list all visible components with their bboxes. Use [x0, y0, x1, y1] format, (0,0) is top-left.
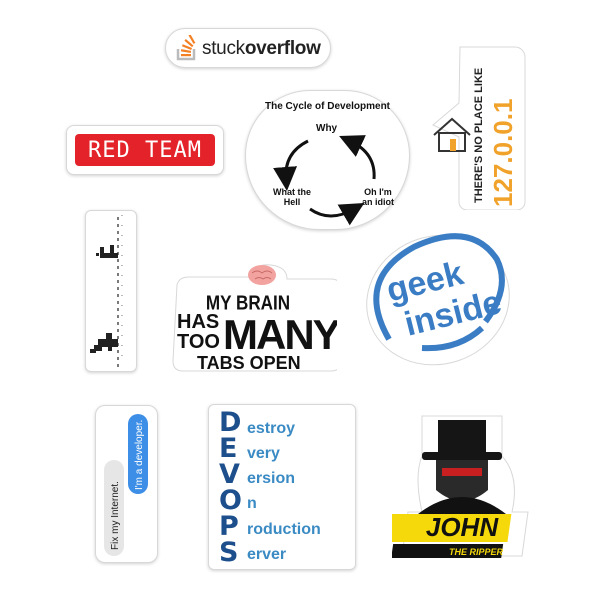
- geek-inside-art: geek inside: [366, 233, 510, 366]
- chrome-dino-sticker: [85, 210, 137, 372]
- stack-overflow-logo-icon: [176, 35, 196, 61]
- localhost-sticker-art: THERE'S NO PLACE LIKE 127.0.0.1: [432, 46, 526, 211]
- brain-too-text: TOO: [177, 331, 220, 353]
- devops-letter-d: D: [219, 407, 242, 438]
- chat-bubbles-art: I'm a developer. Fix my Internet.: [104, 414, 148, 556]
- devops-word-every: very: [247, 445, 280, 462]
- john-the-ripper-art: JOHN THE RIPPER: [379, 415, 529, 558]
- developer-bubble: [128, 414, 148, 494]
- top-hat-icon: [422, 420, 502, 460]
- stuckoverflow-sticker: stuckoverflow: [165, 28, 331, 68]
- localhost-ip-text: 127.0.0.1: [488, 99, 518, 207]
- fix-internet-bubble-text: Fix my Internet.: [110, 481, 121, 550]
- brain-has-text: HAS: [177, 311, 219, 333]
- no-place-like-text: THERE'S NO PLACE LIKE: [473, 68, 485, 203]
- brain-tabs-art: MY BRAIN HAS TOO MANY TABS OPEN: [172, 264, 343, 373]
- brain-tabs-sticker: MY BRAIN HAS TOO MANY TABS OPEN: [167, 255, 343, 375]
- fix-internet-bubble: [104, 460, 124, 556]
- t-rex-icon: [90, 333, 118, 353]
- brain-line4-text: TABS OPEN: [197, 353, 301, 373]
- devops-word-server: erver: [247, 546, 287, 563]
- devops-sticker: D estroy E very V ersion O n P roduction…: [208, 404, 356, 570]
- cycle-why: Why: [316, 123, 338, 134]
- cactus-icon: [96, 245, 118, 258]
- john-text: JOHN: [426, 512, 499, 542]
- red-team-sticker: RED TEAM: [66, 125, 224, 175]
- devops-letter-e: E: [219, 433, 238, 464]
- dino-game-icon: [90, 215, 123, 367]
- devops-word-version: ersion: [247, 470, 296, 487]
- house-icon: [433, 117, 471, 152]
- chat-bubble-sticker: I'm a developer. Fix my Internet.: [95, 405, 158, 563]
- brain-many-text: MANY: [223, 311, 337, 358]
- cycle-title: The Cycle of Development: [264, 101, 391, 112]
- devops-letter-v: V: [219, 459, 240, 490]
- john-the-ripper-sticker: JOHN THE RIPPER: [379, 410, 532, 580]
- brain-icon: [248, 265, 276, 285]
- devops-word-on: n: [247, 495, 257, 512]
- no-place-like-localhost-sticker: THERE'S NO PLACE LIKE 127.0.0.1: [430, 45, 530, 211]
- stuckoverflow-text: stuckoverflow: [202, 38, 321, 59]
- devops-letter-p: P: [219, 511, 239, 542]
- geek-inside-sticker: geek inside: [362, 228, 514, 368]
- brain-line1-text: MY BRAIN: [206, 291, 290, 314]
- devops-letter-o: O: [219, 485, 242, 516]
- devops-word-production: roduction: [247, 521, 321, 538]
- devops-letter-s: S: [219, 537, 239, 568]
- cycle-arrows-icon: [273, 135, 376, 226]
- red-team-label: RED TEAM: [75, 134, 215, 166]
- developer-bubble-text: I'm a developer.: [134, 420, 145, 490]
- the-ripper-text: THE RIPPER: [449, 547, 504, 557]
- devops-word-destroy: estroy: [247, 420, 296, 437]
